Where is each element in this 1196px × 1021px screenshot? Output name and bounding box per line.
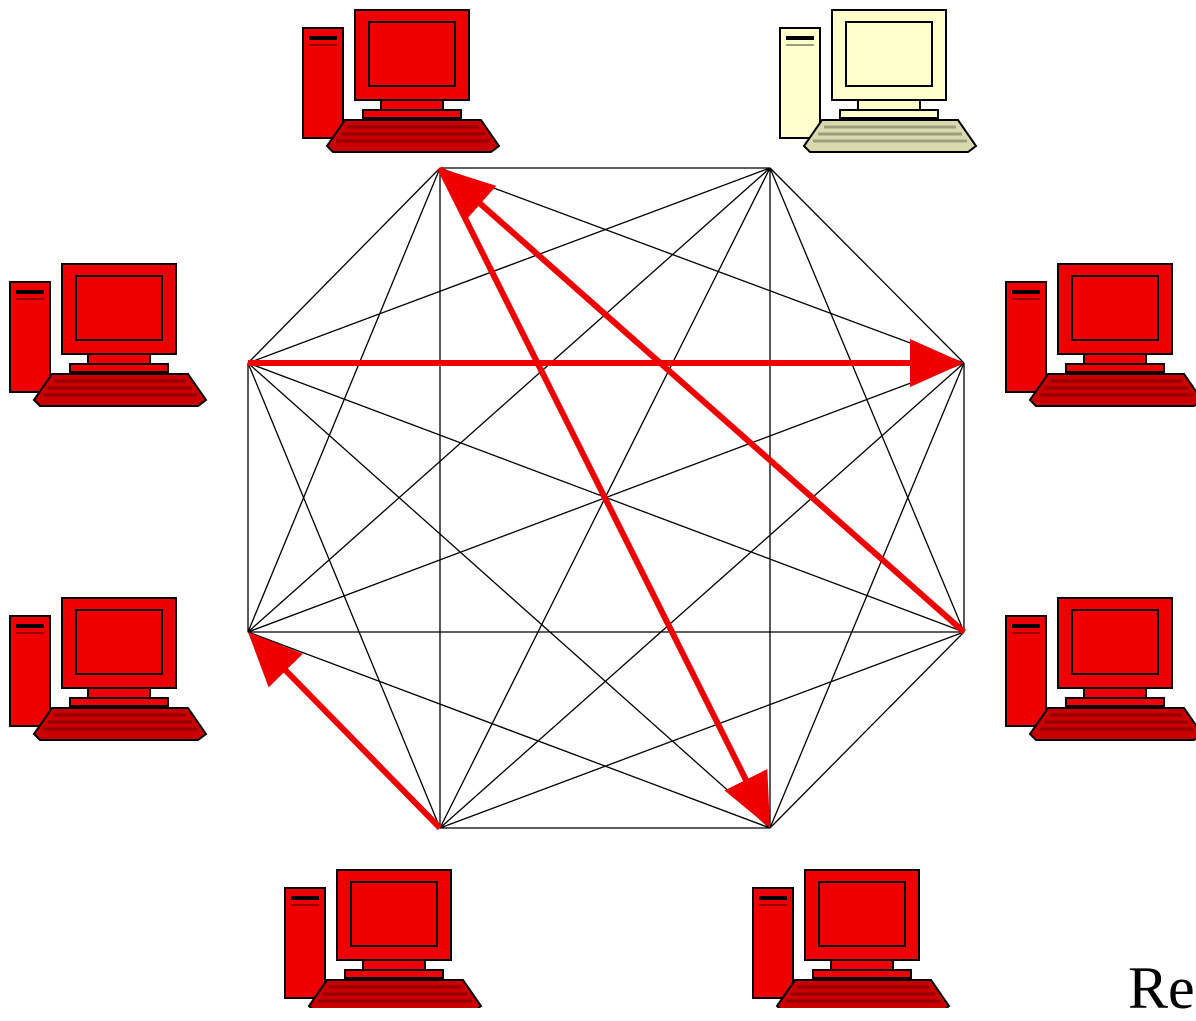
pc-tower-drive (16, 624, 44, 628)
pc-keyboard (325, 119, 501, 153)
pc-monitor-base (69, 363, 169, 373)
pc-tower (752, 887, 794, 999)
computer-icon-n3 (1005, 263, 1196, 407)
pc-tower (1005, 281, 1047, 393)
pc-tower-drive (1012, 624, 1040, 628)
mesh-edge-n1-n4 (247, 167, 441, 633)
computers (9, 9, 1196, 1008)
pc-monitor-stand (362, 959, 426, 971)
mesh-edge-n1-n2 (247, 167, 441, 364)
pc-tower (9, 615, 51, 727)
pc-screen (1071, 275, 1159, 341)
pc-monitor-stand (1083, 353, 1147, 365)
pc-monitor-stand (1083, 687, 1147, 699)
pc-monitor-stand (830, 959, 894, 971)
pc-tower-drive (309, 36, 337, 40)
pc-screen (1071, 609, 1159, 675)
pc-monitor-base (69, 697, 169, 707)
computer-icon-n1 (302, 9, 501, 153)
pc-tower (1005, 615, 1047, 727)
computer-icon-n7 (284, 869, 483, 1008)
mesh-edge-n5-n6 (769, 631, 965, 829)
pc-monitor-stand (87, 687, 151, 699)
mesh-edge-n0-n3 (769, 167, 965, 364)
mesh-edge-n5-n7 (439, 631, 965, 829)
pc-tower-drive (759, 896, 787, 900)
pc-keyboard (802, 119, 978, 153)
pc-tower-slot (786, 44, 814, 46)
pc-monitor-stand (857, 99, 921, 111)
pc-tower-drive (16, 290, 44, 294)
pc-screen (350, 881, 438, 947)
pc-screen (368, 21, 456, 87)
pc-tower-slot (309, 44, 337, 46)
mesh-edge-n0-n4 (247, 167, 771, 633)
computer-icon-n4 (9, 597, 208, 741)
pc-keyboard (1028, 707, 1196, 741)
pc-tower-slot (291, 904, 319, 906)
pc-tower-drive (291, 896, 319, 900)
mesh-edge-n3-n6 (769, 362, 965, 829)
pc-keyboard (32, 373, 208, 407)
pc-tower-slot (1012, 298, 1040, 300)
pc-monitor-base (362, 109, 462, 119)
pc-monitor-stand (87, 353, 151, 365)
cut-off-caption-text: Re (1128, 955, 1195, 1021)
pc-tower (284, 887, 326, 999)
pc-tower-drive (786, 36, 814, 40)
pc-monitor-base (812, 969, 912, 979)
pc-monitor-stand (380, 99, 444, 111)
mesh-edge-n0-n2 (247, 167, 771, 364)
pc-tower-slot (16, 298, 44, 300)
pc-monitor-base (1065, 363, 1165, 373)
mesh-edge-n3-n7 (439, 362, 965, 829)
pc-keyboard (32, 707, 208, 741)
mesh-edge-n1-n3 (439, 167, 965, 364)
pc-tower-slot (16, 632, 44, 634)
pc-tower (779, 27, 821, 139)
route-arrow-n7-to-n4 (248, 631, 443, 831)
pc-monitor-base (839, 109, 939, 119)
pc-screen (75, 275, 163, 341)
pc-monitor-base (1065, 697, 1165, 707)
computer-icon-n5 (1005, 597, 1196, 741)
mesh-edge-n2-n6 (247, 362, 771, 829)
pc-screen (845, 21, 933, 87)
pc-monitor-base (344, 969, 444, 979)
mesh-edge-n4-n6 (247, 631, 771, 829)
computer-icon-n2 (9, 263, 208, 407)
computer-icon-n0 (779, 9, 978, 153)
pc-tower-slot (1012, 632, 1040, 634)
pc-tower-slot (759, 904, 787, 906)
pc-screen (75, 609, 163, 675)
pc-tower-drive (1012, 290, 1040, 294)
computer-icon-n6 (752, 869, 951, 1008)
route-arrow-n5-to-n1 (439, 167, 966, 635)
highlighted-routes (248, 166, 966, 831)
pc-screen (818, 881, 906, 947)
pc-tower (9, 281, 51, 393)
pc-tower (302, 27, 344, 139)
route-arrow-n1-to-n6 (437, 166, 770, 828)
pc-keyboard (1028, 373, 1196, 407)
